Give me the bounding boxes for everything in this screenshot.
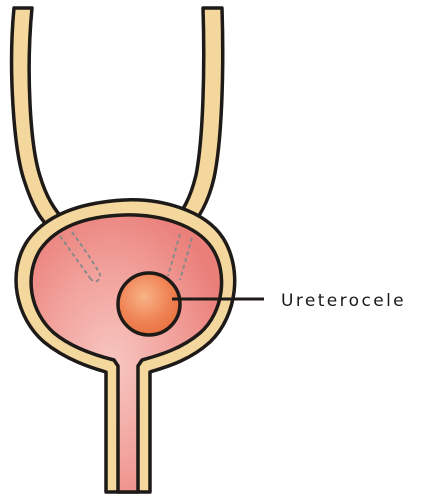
ureterocele-label: Ureterocele [281, 291, 406, 311]
ureterocele-cyst [118, 273, 180, 335]
left-ureter [12, 8, 66, 230]
right-ureter [172, 8, 223, 232]
